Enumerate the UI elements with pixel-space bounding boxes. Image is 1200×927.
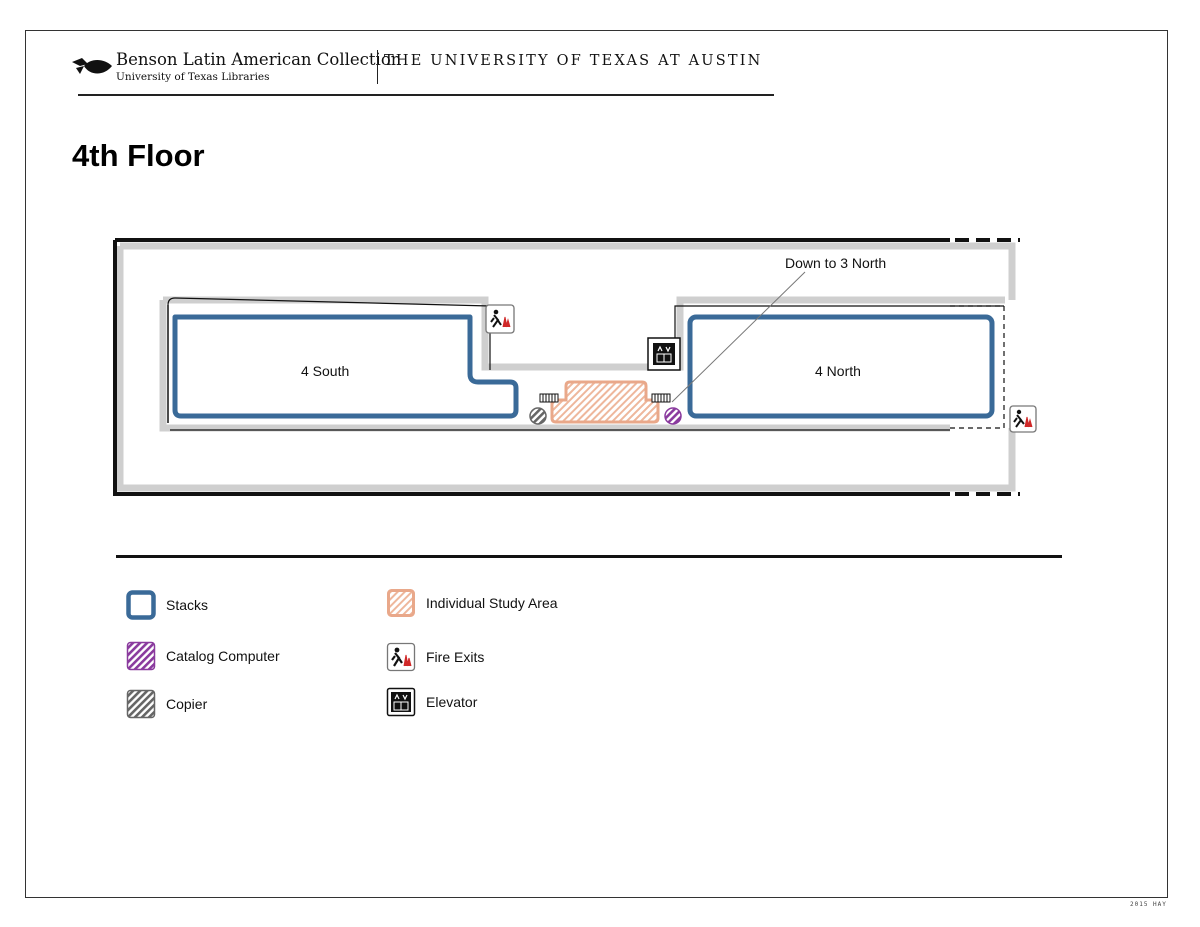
stairs-north — [651, 393, 671, 403]
label-4-south: 4 South — [301, 363, 350, 379]
inner-core-wall — [159, 296, 1005, 432]
floor-title: 4th Floor — [72, 138, 205, 173]
stacks-4-south — [172, 314, 519, 419]
page-frame — [25, 30, 1168, 898]
legend-label-catalog-computer: Catalog Computer — [166, 648, 280, 664]
building-outer-wall — [113, 238, 1020, 496]
label-4-north: 4 North — [815, 363, 861, 379]
legend-label-stacks: Stacks — [166, 597, 209, 613]
individual-study-area — [550, 380, 660, 424]
legend-label-elevator: Elevator — [426, 694, 478, 710]
stairs-south — [539, 393, 559, 403]
collection-subtitle: University of Texas Libraries — [116, 71, 270, 83]
copier — [529, 407, 547, 425]
header-divider — [377, 50, 378, 84]
legend-label-study-area: Individual Study Area — [426, 595, 558, 611]
legend-label-copier: Copier — [166, 696, 208, 712]
fire-exit-icon-north — [1009, 405, 1037, 433]
study-area-swatch-icon — [387, 589, 415, 617]
legend-label-fire-exits: Fire Exits — [426, 649, 485, 665]
down-to-3-north-leader — [671, 271, 806, 403]
stacks-4-north — [687, 314, 995, 419]
header-rule — [78, 94, 774, 96]
map-credit: 2015 HAY — [1130, 901, 1167, 908]
collection-name: Benson Latin American Collection — [116, 50, 402, 69]
fire-exit-icon — [386, 642, 416, 672]
legend-divider — [116, 555, 1062, 558]
copier-swatch-icon — [126, 689, 156, 719]
elevator-icon — [647, 337, 681, 371]
catalog-computer-swatch-icon — [126, 641, 156, 671]
catalog-computer — [664, 407, 682, 425]
fire-exit-icon-south — [485, 304, 515, 334]
label-down-to-3-north: Down to 3 North — [785, 255, 887, 271]
university-name: THE UNIVERSITY OF TEXAS AT AUSTIN — [384, 53, 763, 69]
benson-logo-icon — [72, 58, 112, 74]
stacks-swatch-icon — [126, 590, 156, 620]
elevator-legend-icon — [386, 687, 416, 717]
